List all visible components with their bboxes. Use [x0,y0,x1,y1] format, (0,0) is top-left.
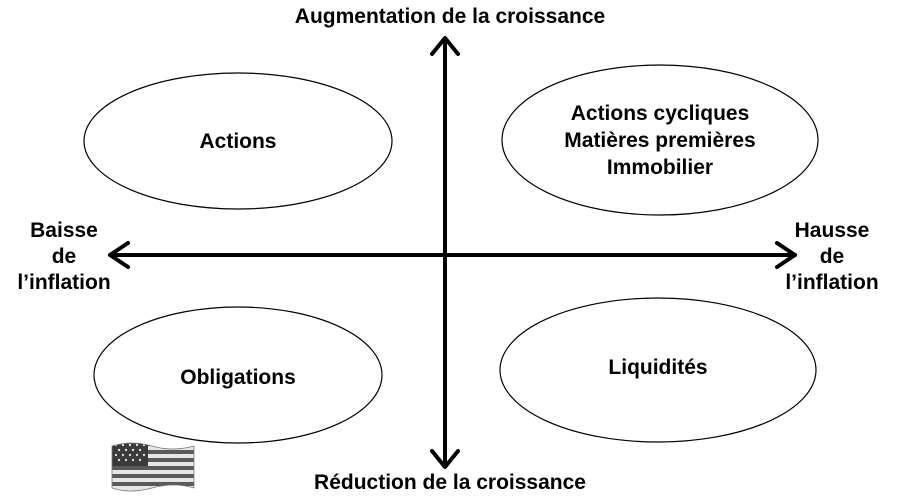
ellipse-bottom-left [93,306,383,444]
ellipse-top-left [83,72,393,210]
quadrant-text: Obligations [180,366,296,389]
axis-label-top: Augmentation de la croissance [294,5,606,28]
quadrant-text: Immobilier [606,156,714,179]
horizontal-axis [108,241,797,269]
axis-label-left-line: de [51,245,77,268]
quadrant-text: Actions cycliques [570,102,750,125]
quadrant-text: Matières premières [564,129,756,152]
axis-label-left-line: Baisse [30,219,98,242]
ellipse-top-right [501,64,819,216]
quadrant-bottom-right-label: Liquidités [500,354,816,381]
axis-label-right: Hausse de l’inflation [770,218,894,296]
axis-label-bottom: Réduction de la croissance [314,471,586,494]
axis-label-left-line: l’inflation [17,271,111,294]
axis-label-right-line: Hausse [794,219,870,242]
axis-label-left: Baisse de l’inflation [2,218,126,296]
ellipse-bottom-right [499,297,817,443]
quadrant-text: Liquidités [608,356,708,379]
quadrant-text: Actions [199,130,277,153]
quadrant-top-left-label: Actions [84,128,392,155]
quadrant-bottom-left-label: Obligations [94,364,382,391]
axis-label-right-line: de [819,245,845,268]
quadrant-top-right-label: Actions cycliques Matières premières Imm… [502,100,818,181]
vertical-axis [430,36,460,469]
axis-label-right-line: l’inflation [785,271,879,294]
us-flag-icon [111,442,195,492]
